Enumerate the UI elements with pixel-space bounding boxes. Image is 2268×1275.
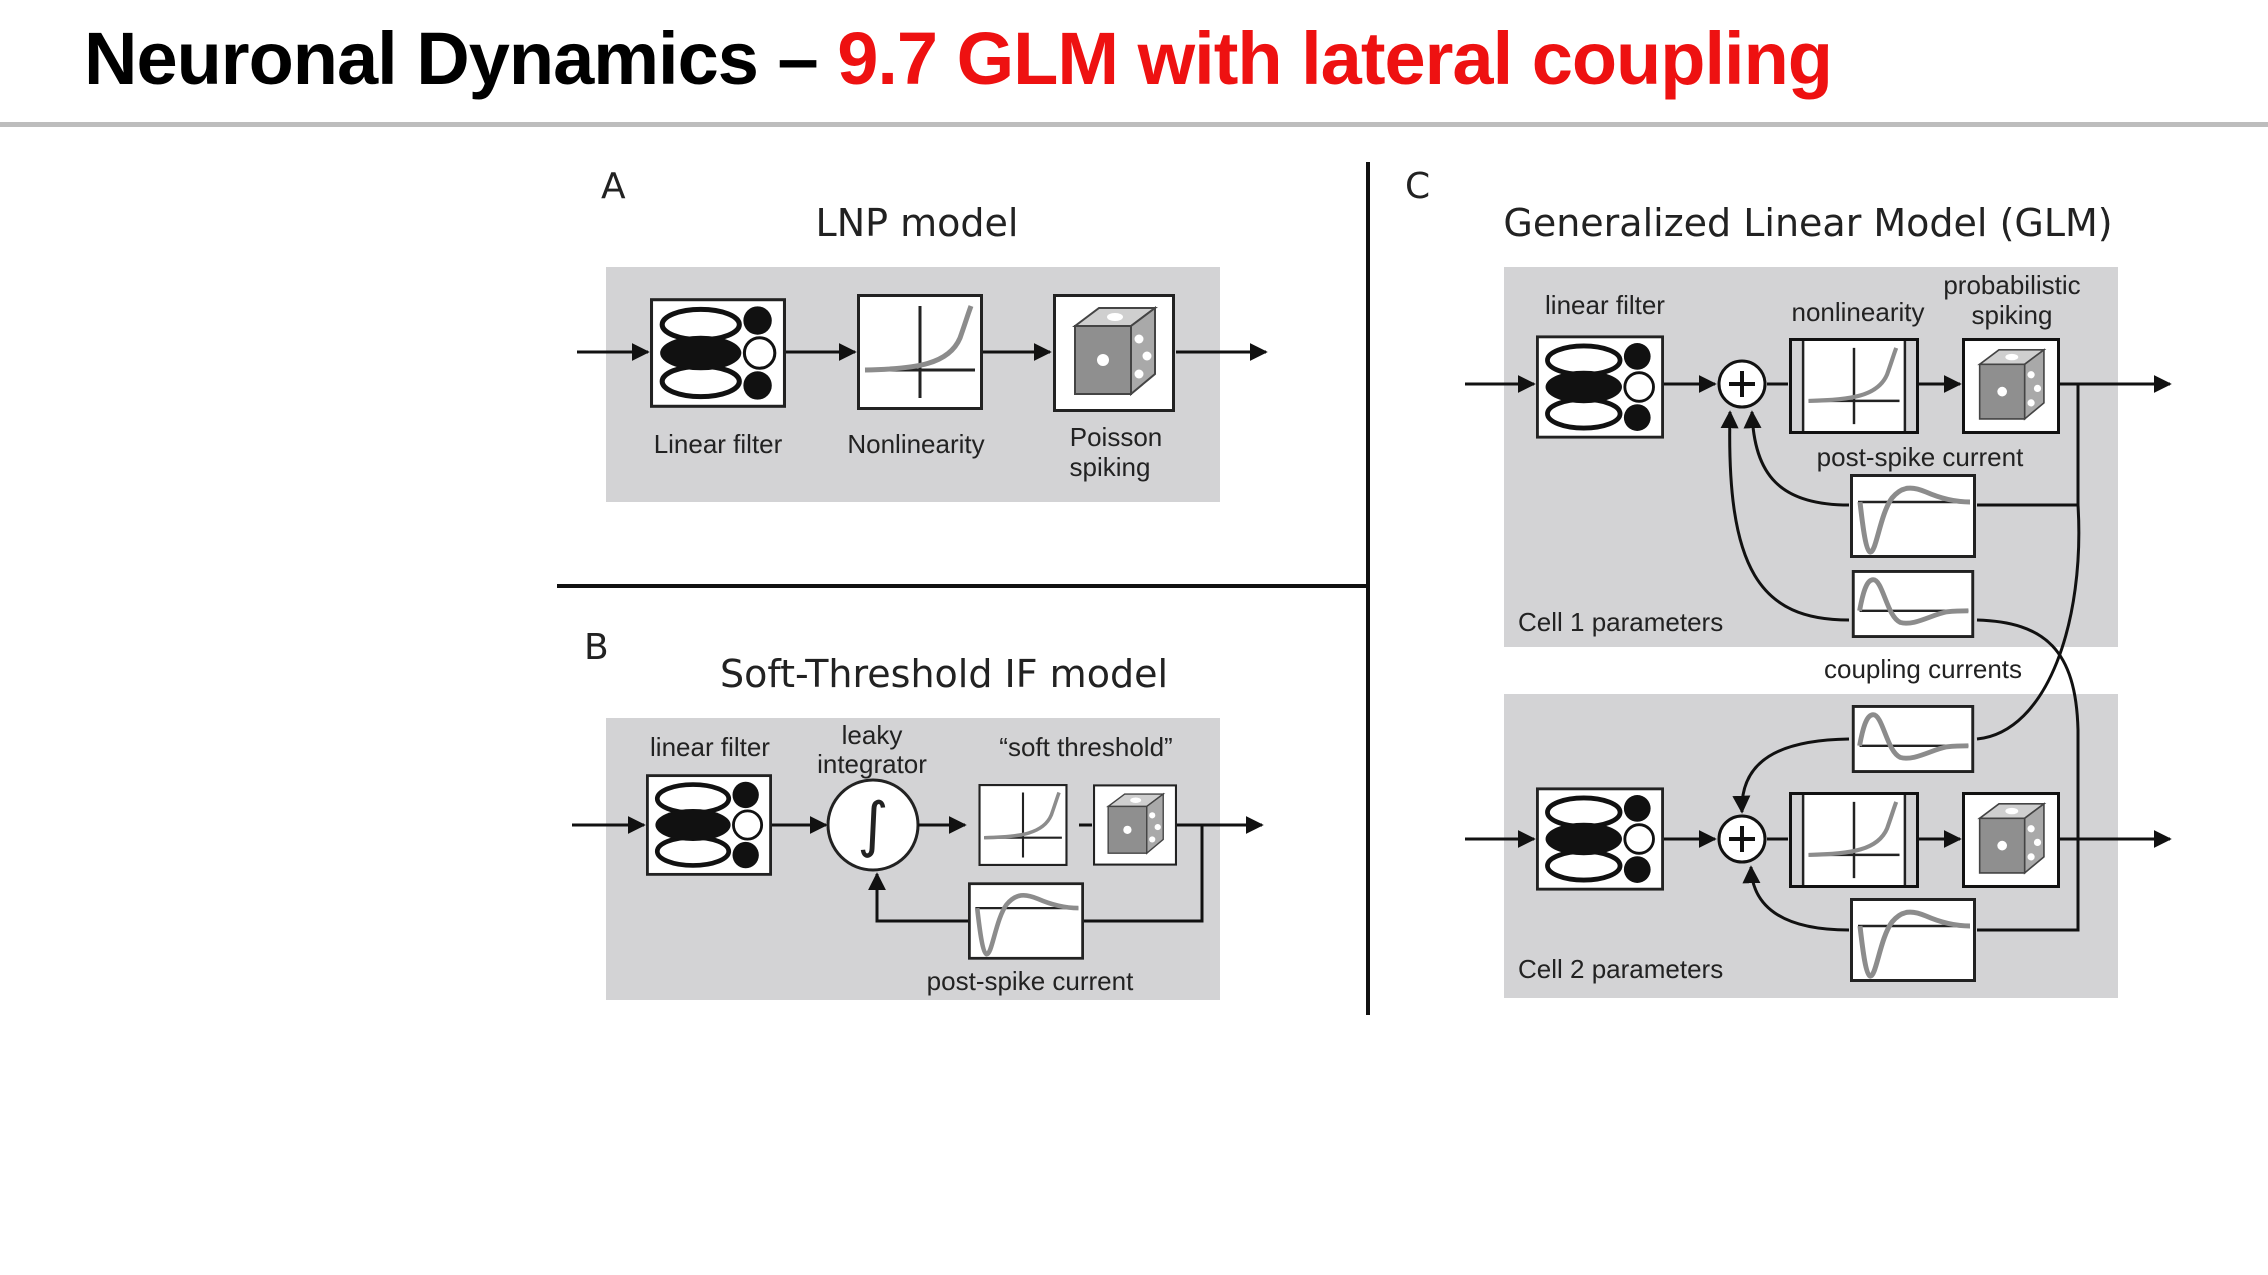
panel-c-cell1-sum-icon: [1717, 359, 1767, 409]
title-divider: [0, 122, 2268, 127]
panel-b-dice-icon: [1093, 784, 1177, 866]
panel-c-coupling-1-to-2-icon: [1853, 571, 1972, 636]
panel-c-cell2-filter-icon: [1537, 789, 1662, 889]
panel-c-cell2-dice-icon: [1962, 792, 2060, 888]
panel-b-integral-symbol: ∫: [857, 790, 888, 860]
panel-c-cell1-dice-icon: [1962, 338, 2060, 434]
panel-c-cell2-label: Cell 2 parameters: [1518, 954, 1723, 984]
panel-b-linear-filter-label: linear filter: [650, 732, 770, 762]
panel-b-soft-threshold-label: “soft threshold”: [999, 732, 1172, 762]
panel-c-probabilistic-label-1: probabilistic: [1943, 270, 2080, 300]
panel-c-cell2-feedback-arrow: [1742, 865, 1850, 932]
slide-title: Neuronal Dynamics – 9.7 GLM with lateral…: [84, 14, 1833, 104]
panel-c-coupling-1-to-2-line: [1976, 504, 2081, 741]
panel-c-linear-filter-label: linear filter: [1545, 290, 1665, 320]
panel-c-coupling-2-to-1-line: [1976, 618, 2080, 839]
panel-c-cell2-nonlinearity-icon: [1803, 793, 1905, 887]
panel-c-cell1-filter-icon: [1537, 337, 1662, 437]
panel-a-linear-filter-icon: [652, 300, 785, 407]
panel-a-dice-icon: [1052, 294, 1176, 412]
panel-b-post-spike-label: post-spike current: [927, 966, 1134, 996]
panel-c-letter: C: [1405, 166, 1430, 207]
panel-a-nonlinearity-label: Nonlinearity: [847, 429, 984, 459]
panel-b-feedback-arrow: [868, 872, 968, 923]
panel-b-title: Soft-Threshold IF model: [720, 652, 1168, 696]
panel-a-linear-filter-label: Linear filter: [654, 429, 783, 459]
panel-c: C Generalized Linear Model (GLM) linear …: [1405, 166, 2172, 998]
slide-title-section: 9.7 GLM with lateral coupling: [837, 17, 1833, 100]
panel-b-linear-filter-icon: [647, 776, 770, 875]
panel-b-letter: B: [584, 627, 609, 668]
panel-c-coupling-into-cell2-arrow: [1732, 737, 1850, 814]
panel-b-nonlinearity-icon: [980, 785, 1067, 865]
panel-c-coupling-2-to-1-icon: [1853, 706, 1972, 771]
panel-b-leaky-label-2: integrator: [817, 749, 927, 779]
panel-c-coupling-label: coupling currents: [1824, 654, 2022, 684]
slide-title-main: Neuronal Dynamics –: [84, 17, 819, 100]
panel-a-letter: A: [601, 166, 626, 207]
panel-c-post-spike-label: post-spike current: [1817, 442, 2024, 472]
panel-a-poisson-label-1: Poisson: [1070, 422, 1163, 452]
panel-c-nonlinearity-label: nonlinearity: [1792, 297, 1925, 327]
panel-b-post-spike-icon: [969, 884, 1082, 959]
panel-c-cell2-feedback-line: [1977, 839, 2080, 932]
panel-c-cell1-label: Cell 1 parameters: [1518, 607, 1723, 637]
panel-c-coupling-into-cell1-arrow: [1720, 410, 1850, 622]
panel-a-title: LNP model: [816, 201, 1019, 245]
panel-a-nonlinearity-icon: [859, 296, 982, 409]
panel-c-cell1-feedback-arrow: [1743, 410, 1850, 507]
panel-b: B Soft-Threshold IF model linear filter …: [572, 627, 1264, 1000]
panel-c-cell2-post-spike-icon: [1852, 900, 1975, 981]
panel-c-cell1-nonlinearity-icon: [1803, 339, 1905, 433]
panel-a-poisson-label-2: spiking: [1070, 452, 1151, 482]
panel-a: A LNP model Linear filter Nonlinearity P…: [577, 166, 1268, 502]
panel-c-cell1-background: [1504, 267, 2118, 647]
panel-b-feedback-line: [1084, 825, 1204, 923]
panel-c-cell2-sum-icon: [1717, 814, 1767, 864]
panel-c-title: Generalized Linear Model (GLM): [1503, 201, 2112, 245]
panel-c-cell1-post-spike-icon: [1852, 476, 1975, 557]
panel-c-probabilistic-label-2: spiking: [1972, 300, 2053, 330]
panel-b-leaky-label-1: leaky: [842, 720, 903, 750]
